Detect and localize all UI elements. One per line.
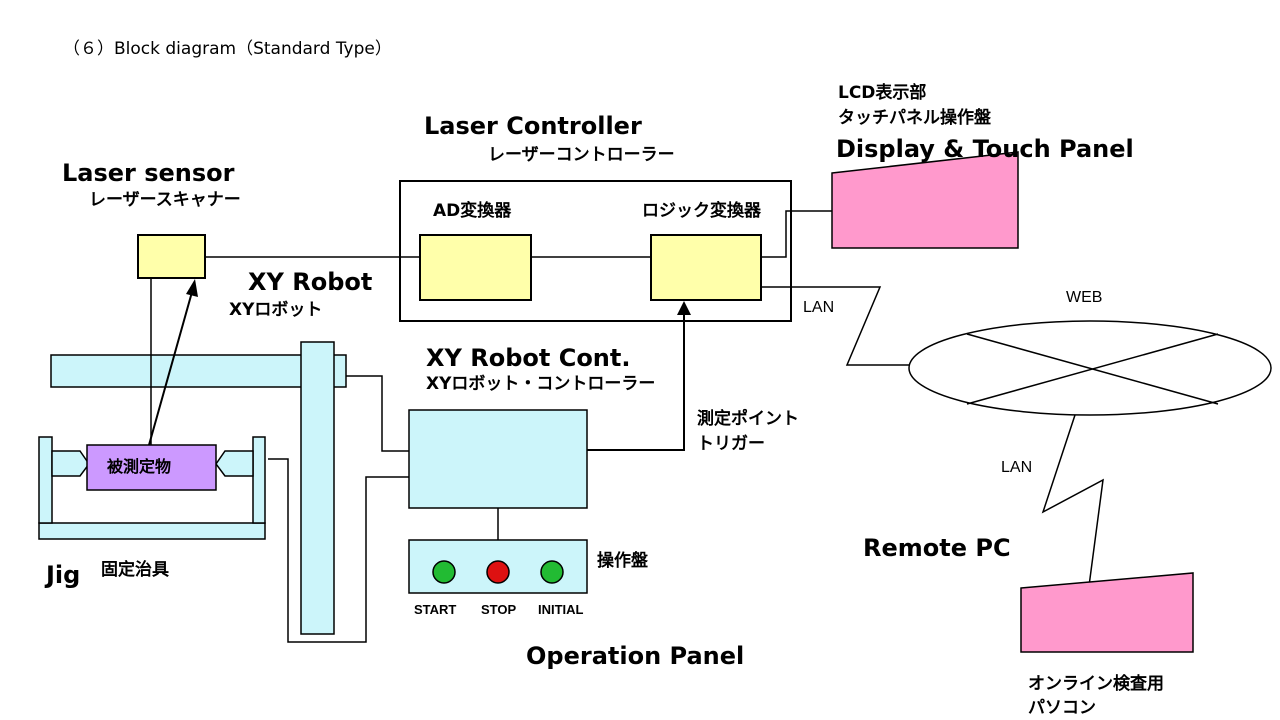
jig-left-post xyxy=(38,436,53,524)
arm-to-controller-cable xyxy=(346,375,409,452)
trigger-label-1: 測定ポイント xyxy=(697,409,799,429)
web-label: WEB xyxy=(1066,289,1103,306)
lan-line-upper xyxy=(761,286,912,366)
trigger-label-2: トリガー xyxy=(697,434,765,454)
operation-panel-title: Operation Panel xyxy=(526,642,745,670)
robot-horizontal-arm xyxy=(50,354,347,388)
lan-line-lower xyxy=(1041,414,1104,587)
laser-sensor-jp: レーザースキャナー xyxy=(89,190,241,210)
logic-converter-box xyxy=(650,234,762,301)
stop-label: STOP xyxy=(481,602,517,617)
display-panel-title: Display & Touch Panel xyxy=(836,135,1134,163)
remote-pc-title: Remote PC xyxy=(863,534,1011,562)
jig-jp: 固定治具 xyxy=(101,560,169,580)
laser-sensor-box xyxy=(137,234,206,279)
robot-controller-box xyxy=(408,409,588,509)
laser-controller-title: Laser Controller xyxy=(424,112,642,140)
laser-sensor-title: Laser sensor xyxy=(62,159,235,187)
remote-pc-shape xyxy=(1020,572,1194,653)
jig-left-clamp xyxy=(51,450,90,477)
jig-title: Jig xyxy=(46,561,81,589)
remote-pc-jp-2: パソコン xyxy=(1028,698,1096,718)
stop-button[interactable] xyxy=(486,560,510,584)
initial-label: INITIAL xyxy=(538,602,584,617)
display-panel-jp-2: タッチパネル操作盤 xyxy=(838,108,991,128)
remote-pc-jp-1: オンライン検査用 xyxy=(1028,674,1164,694)
trigger-line xyxy=(587,312,685,451)
trigger-arrow-head xyxy=(677,301,691,315)
start-label: START xyxy=(414,602,457,617)
ad-converter-label: AD変換器 xyxy=(433,201,512,221)
ad-converter-box xyxy=(419,234,532,301)
page-title: （６）Block diagram（Standard Type） xyxy=(63,39,392,59)
logic-converter-label: ロジック変換器 xyxy=(642,201,761,221)
initial-button[interactable] xyxy=(540,560,564,584)
jig-right-post xyxy=(252,436,266,524)
robot-controller-jp: XYロボット・コントローラー xyxy=(426,374,656,394)
operation-panel-buttons xyxy=(432,560,564,584)
laser-controller-jp: レーザーコントローラー xyxy=(488,145,675,165)
workpiece-box xyxy=(86,444,217,491)
workpiece-label: 被測定物 xyxy=(107,457,172,476)
robot-vertical-column xyxy=(300,341,335,635)
jig-right-clamp xyxy=(215,450,254,477)
display-panel-jp-1: LCD表示部 xyxy=(838,83,927,103)
logic-to-display-line xyxy=(761,210,832,258)
jig-base xyxy=(38,522,266,540)
reflection-arrow-line xyxy=(148,291,193,446)
xy-robot-jp: XYロボット xyxy=(229,300,323,320)
lan-label-2: LAN xyxy=(1001,459,1033,476)
column-to-controller-cable xyxy=(268,458,409,643)
xy-robot-title: XY Robot xyxy=(248,268,373,296)
reflection-arrow-head xyxy=(186,279,198,297)
display-panel-shape xyxy=(831,151,1019,249)
web-cross-line-2 xyxy=(966,333,1219,405)
start-button[interactable] xyxy=(432,560,456,584)
robot-controller-title: XY Robot Cont. xyxy=(426,344,631,372)
lan-label-1: LAN xyxy=(803,299,835,316)
operation-panel-jp: 操作盤 xyxy=(597,551,648,571)
